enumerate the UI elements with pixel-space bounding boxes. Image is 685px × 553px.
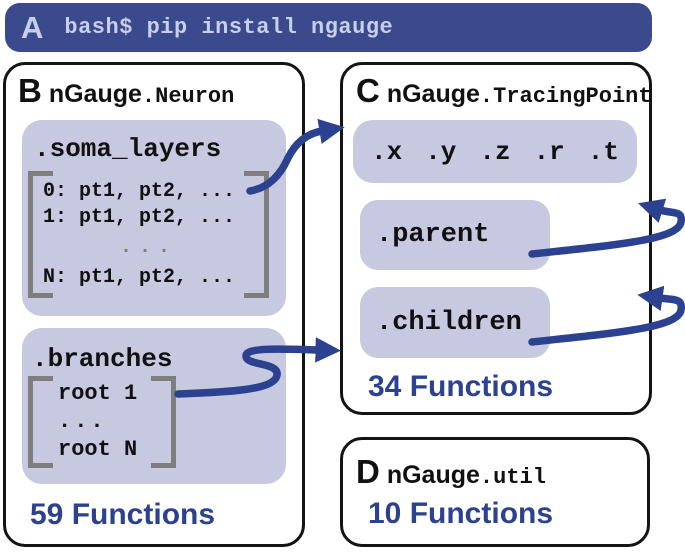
class-name-tracing-point: .TracingPoint bbox=[479, 84, 652, 109]
panel-util: D nGauge.util 10 Functions bbox=[340, 437, 650, 547]
branches-bracket: root 1 ... root N bbox=[28, 376, 176, 468]
library-name: nGauge bbox=[386, 80, 480, 108]
field-y: .y bbox=[425, 136, 457, 167]
panel-label-a: A bbox=[21, 10, 44, 45]
branches-row-root1: root 1 bbox=[58, 381, 138, 406]
class-name-util: .util bbox=[479, 465, 546, 490]
parent-box: .parent bbox=[360, 200, 550, 270]
soma-row-n: N: pt1, pt2, ... bbox=[43, 265, 236, 289]
children-box: .children bbox=[360, 287, 550, 358]
install-command: bash$ pip install ngauge bbox=[64, 15, 394, 40]
neuron-function-count: 59 Functions bbox=[30, 498, 216, 531]
branches-label: .branches bbox=[32, 344, 173, 374]
soma-layers-label: .soma_layers bbox=[34, 134, 222, 164]
panel-neuron-title: B nGauge.Neuron bbox=[18, 74, 234, 109]
field-r: .r bbox=[533, 136, 565, 167]
soma-ellipsis: ... bbox=[119, 235, 177, 259]
panel-neuron: B nGauge.Neuron .soma_layers 0: pt1, pt2… bbox=[3, 62, 305, 547]
children-label: .children bbox=[376, 307, 522, 338]
class-name-neuron: .Neuron bbox=[141, 84, 235, 109]
panel-label-d: D bbox=[356, 453, 380, 490]
field-t: .t bbox=[587, 136, 619, 167]
branches-ellipsis: ... bbox=[58, 409, 107, 434]
install-banner: A bash$ pip install ngauge bbox=[5, 3, 652, 52]
soma-row-1: 1: pt1, pt2, ... bbox=[43, 205, 236, 229]
library-name: nGauge bbox=[48, 80, 142, 108]
panel-util-title: D nGauge.util bbox=[356, 455, 546, 490]
branches-box: .branches root 1 ... root N bbox=[22, 328, 286, 484]
util-function-count: 10 Functions bbox=[368, 497, 554, 530]
panel-tracing-point: C nGauge.TracingPoint .x .y .z .r .t .pa… bbox=[340, 62, 652, 415]
panel-label-b: B bbox=[18, 72, 42, 109]
soma-layers-box: .soma_layers 0: pt1, pt2, ... 1: pt1, pt… bbox=[22, 120, 286, 316]
panel-tracing-point-title: C nGauge.TracingPoint bbox=[356, 74, 652, 109]
tracing-point-function-count: 34 Functions bbox=[368, 370, 554, 403]
panel-label-c: C bbox=[356, 72, 380, 109]
branches-row-rootn: root N bbox=[58, 437, 138, 462]
soma-row-0: 0: pt1, pt2, ... bbox=[43, 179, 236, 203]
coordinate-fields-box: .x .y .z .r .t bbox=[353, 120, 637, 183]
soma-layers-bracket: 0: pt1, pt2, ... 1: pt1, pt2, ... ... N:… bbox=[28, 171, 269, 298]
field-x: .x bbox=[371, 136, 403, 167]
field-z: .z bbox=[479, 136, 511, 167]
parent-label: .parent bbox=[376, 220, 490, 250]
library-name: nGauge bbox=[386, 461, 480, 489]
